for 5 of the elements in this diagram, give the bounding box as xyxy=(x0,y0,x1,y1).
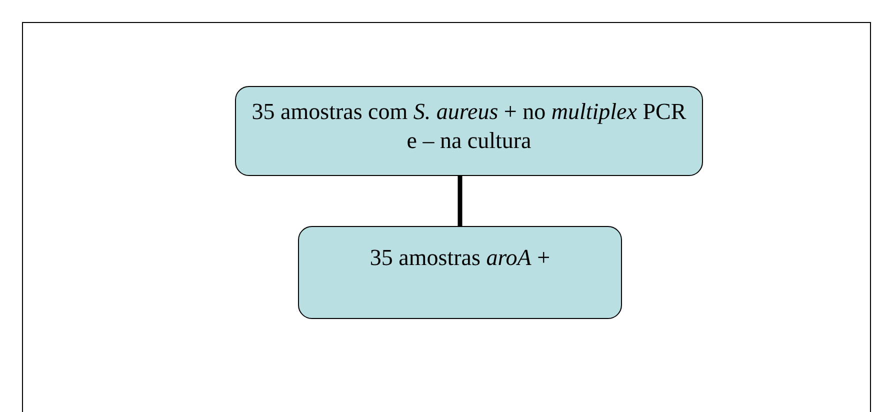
box-text: 35 amostras aroA + xyxy=(368,244,552,272)
box-text: 35 amostras com S. aureus + no multiplex PCR e – na cultura xyxy=(250,98,688,155)
process-box xyxy=(235,86,703,176)
connector-line xyxy=(458,176,462,226)
process-box xyxy=(298,226,622,319)
